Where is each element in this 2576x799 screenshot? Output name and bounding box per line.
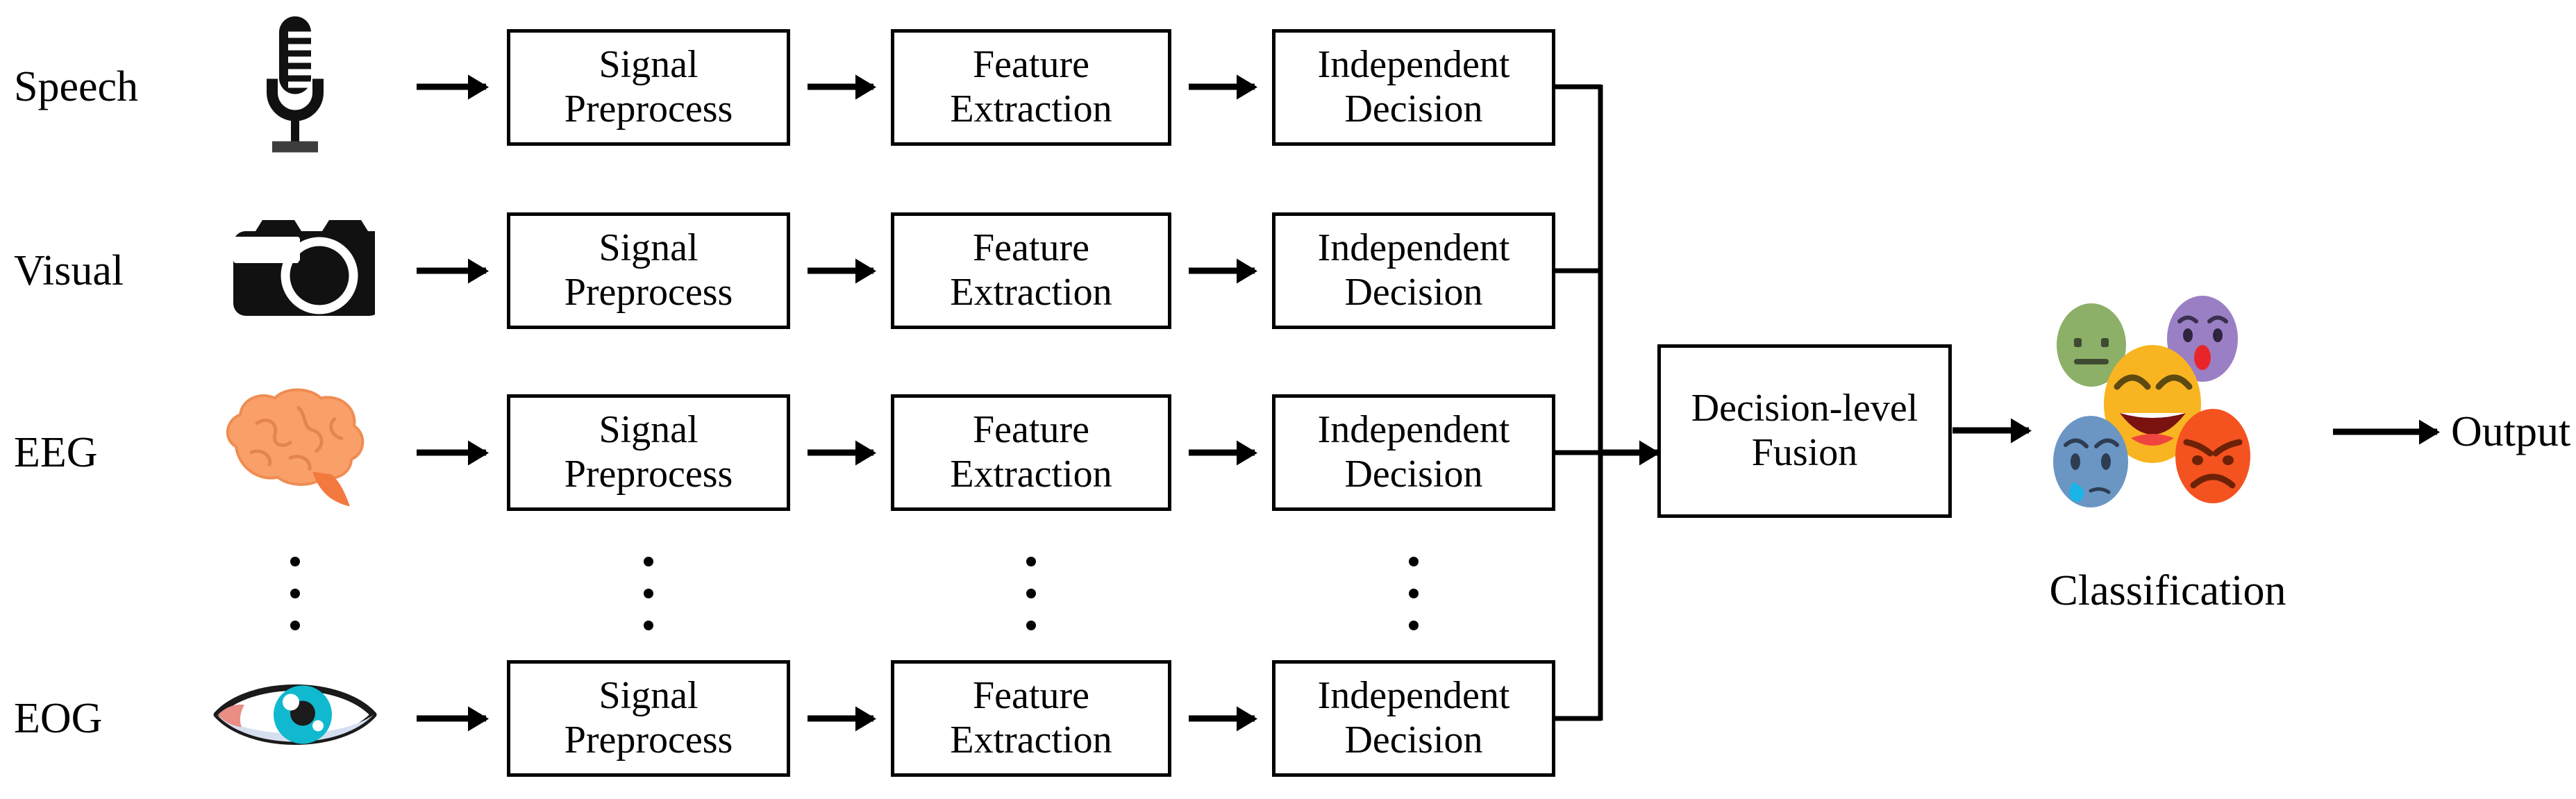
box-independent-decision-visual[interactable]: Independent Decision <box>1272 212 1555 329</box>
box-feature-extraction-eeg[interactable]: Feature Extraction <box>891 394 1171 511</box>
box-line-2: Decision <box>1344 87 1483 131</box>
row-label-speech: Speech <box>14 63 139 110</box>
box-line-1: Signal <box>599 408 699 452</box>
box-line-1: Feature <box>973 674 1089 718</box>
box-line-1: Independent <box>1317 408 1510 452</box>
bus-stub-visual <box>1554 268 1601 274</box>
box-line-1: Signal <box>599 674 699 718</box>
bus-stub-eeg <box>1554 450 1601 455</box>
box-signal-preprocess-eeg[interactable]: Signal Preprocess <box>507 394 790 511</box>
box-line-1: Decision-level <box>1691 387 1918 430</box>
arrow-preprocess-to-feature-eog <box>808 715 873 722</box>
output-label: Output <box>2451 408 2571 455</box>
box-feature-extraction-eog[interactable]: Feature Extraction <box>891 660 1171 777</box>
box-line-2: Preprocess <box>564 718 733 762</box>
ellipsis-decision-column <box>1409 546 1419 641</box>
arrow-visual-to-preprocess <box>417 267 486 274</box>
box-line-1: Independent <box>1317 226 1510 270</box>
box-line-1: Independent <box>1317 43 1510 87</box>
neutral-face-icon <box>2057 303 2126 387</box>
arrow-speech-to-preprocess <box>417 83 486 90</box>
box-line-2: Decision <box>1344 718 1483 762</box>
box-signal-preprocess-eog[interactable]: Signal Preprocess <box>507 660 790 777</box>
arrow-feature-to-decision-visual <box>1189 267 1255 274</box>
box-line-2: Decision <box>1344 453 1483 496</box>
microphone-icon <box>250 12 340 162</box>
brain-icon <box>208 380 382 516</box>
box-line-2: Preprocess <box>564 271 733 314</box>
box-independent-decision-speech[interactable]: Independent Decision <box>1272 29 1555 146</box>
box-feature-extraction-visual[interactable]: Feature Extraction <box>891 212 1171 329</box>
angry-face-icon <box>2175 409 2250 503</box>
box-line-1: Independent <box>1317 674 1510 718</box>
box-independent-decision-eeg[interactable]: Independent Decision <box>1272 394 1555 511</box>
box-line-2: Decision <box>1344 271 1483 314</box>
arrow-preprocess-to-feature-speech <box>808 83 873 90</box>
box-decision-level-fusion[interactable]: Decision-level Fusion <box>1657 344 1952 518</box>
box-line-2: Extraction <box>950 271 1112 314</box>
sad-face-icon <box>2053 416 2128 507</box>
box-line-2: Extraction <box>950 718 1112 762</box>
bus-stub-speech <box>1554 84 1601 90</box>
arrow-to-output <box>2333 428 2437 435</box>
arrow-bus-to-fusion <box>1600 449 1657 456</box>
box-line-2: Extraction <box>950 453 1112 496</box>
arrow-eog-to-preprocess <box>417 715 486 722</box>
box-signal-preprocess-speech[interactable]: Signal Preprocess <box>507 29 790 146</box>
bus-stub-eog <box>1554 716 1601 721</box>
ellipsis-icon-column <box>290 546 300 641</box>
ellipsis-feature-column <box>1026 546 1036 641</box>
box-line-2: Preprocess <box>564 453 733 496</box>
arrow-feature-to-decision-eog <box>1189 715 1255 722</box>
camera-icon <box>215 212 383 330</box>
arrow-preprocess-to-feature-eeg <box>808 449 873 456</box>
box-line-2: Extraction <box>950 87 1112 131</box>
arrow-feature-to-decision-speech <box>1189 83 1255 90</box>
arrow-feature-to-decision-eeg <box>1189 449 1255 456</box>
box-line-1: Signal <box>599 226 699 270</box>
eye-icon <box>208 673 382 760</box>
box-line-1: Feature <box>973 43 1089 87</box>
box-line-2: Fusion <box>1751 431 1858 474</box>
arrow-preprocess-to-feature-visual <box>808 267 873 274</box>
box-line-1: Feature <box>973 408 1089 452</box>
box-signal-preprocess-visual[interactable]: Signal Preprocess <box>507 212 790 329</box>
box-line-2: Preprocess <box>564 87 733 131</box>
classification-emoji-cluster <box>2053 296 2282 538</box>
happy-face-icon <box>2104 345 2201 463</box>
bus-vertical-trunk <box>1598 85 1603 721</box>
arrow-fusion-to-classification <box>1952 427 2029 434</box>
row-label-eog: EOG <box>14 695 103 742</box>
box-line-1: Feature <box>973 226 1089 270</box>
ellipsis-preprocess-column <box>644 546 653 641</box>
row-label-eeg: EEG <box>14 429 98 476</box>
box-independent-decision-eog[interactable]: Independent Decision <box>1272 660 1555 777</box>
classification-caption: Classification <box>2049 567 2286 614</box>
box-feature-extraction-speech[interactable]: Feature Extraction <box>891 29 1171 146</box>
row-label-visual: Visual <box>14 247 124 294</box>
box-line-1: Signal <box>599 43 699 87</box>
arrow-eeg-to-preprocess <box>417 449 486 456</box>
